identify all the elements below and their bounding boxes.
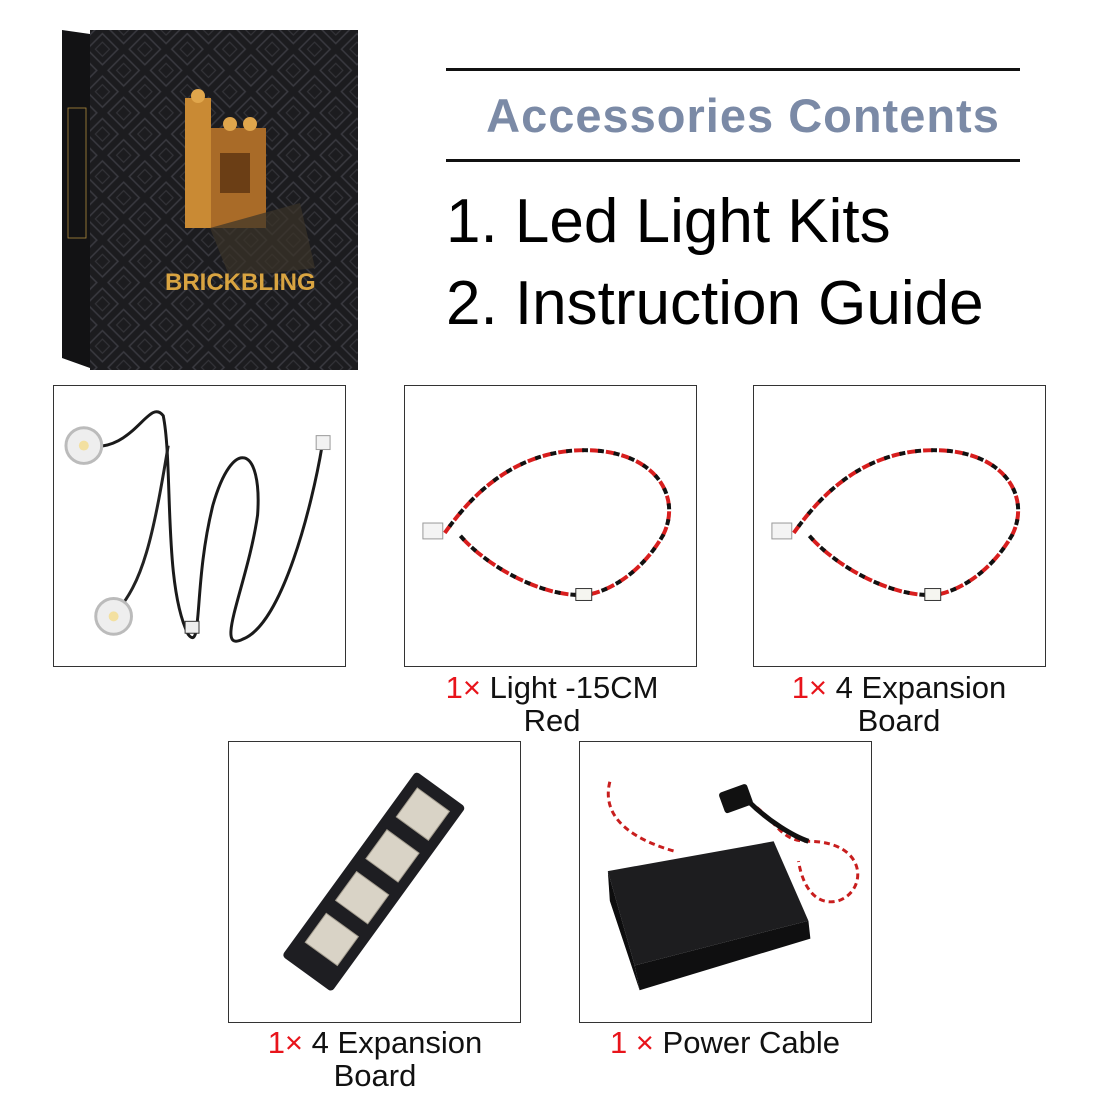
product-image-light-red bbox=[404, 385, 697, 667]
caption-name: Light -15CM bbox=[489, 670, 659, 705]
caption-expansion-board-1: 1× 4 Expansion Board bbox=[699, 671, 1099, 737]
product-image-led-kit bbox=[53, 385, 346, 667]
caption-name: 4 Expansion bbox=[835, 670, 1007, 705]
product-box-image: BRICKBLING bbox=[60, 28, 360, 373]
product-image-expansion-board-cable bbox=[753, 385, 1046, 667]
caption-qty: 1× bbox=[445, 670, 481, 705]
product-image-expansion-board bbox=[228, 741, 521, 1023]
caption-qty: 1× bbox=[267, 1025, 304, 1060]
svg-text:BRICKBLING: BRICKBLING bbox=[165, 269, 316, 296]
title-top-rule bbox=[446, 68, 1020, 71]
caption-power-cable: 1 × Power Cable bbox=[525, 1026, 925, 1059]
page-title: Accessories Contents bbox=[486, 89, 1000, 142]
caption-name-line2: Board bbox=[857, 703, 941, 738]
product-image-power-cable bbox=[579, 741, 872, 1023]
caption-name-line2: Red bbox=[523, 703, 581, 738]
caption-name: Power Cable bbox=[662, 1025, 841, 1060]
caption-qty: 1× bbox=[791, 670, 828, 705]
caption-name: 4 Expansion bbox=[311, 1025, 483, 1060]
caption-light-red: 1× Light -15CM Red bbox=[352, 671, 752, 737]
caption-qty: 1 × bbox=[609, 1025, 654, 1060]
title-bottom-rule bbox=[446, 159, 1020, 162]
caption-expansion-board-2: 1× 4 Expansion Board bbox=[175, 1026, 575, 1092]
contents-item-2: 2. Instruction Guide bbox=[446, 269, 984, 338]
contents-item-1: 1. Led Light Kits bbox=[446, 187, 891, 256]
caption-name-line2: Board bbox=[333, 1058, 417, 1093]
